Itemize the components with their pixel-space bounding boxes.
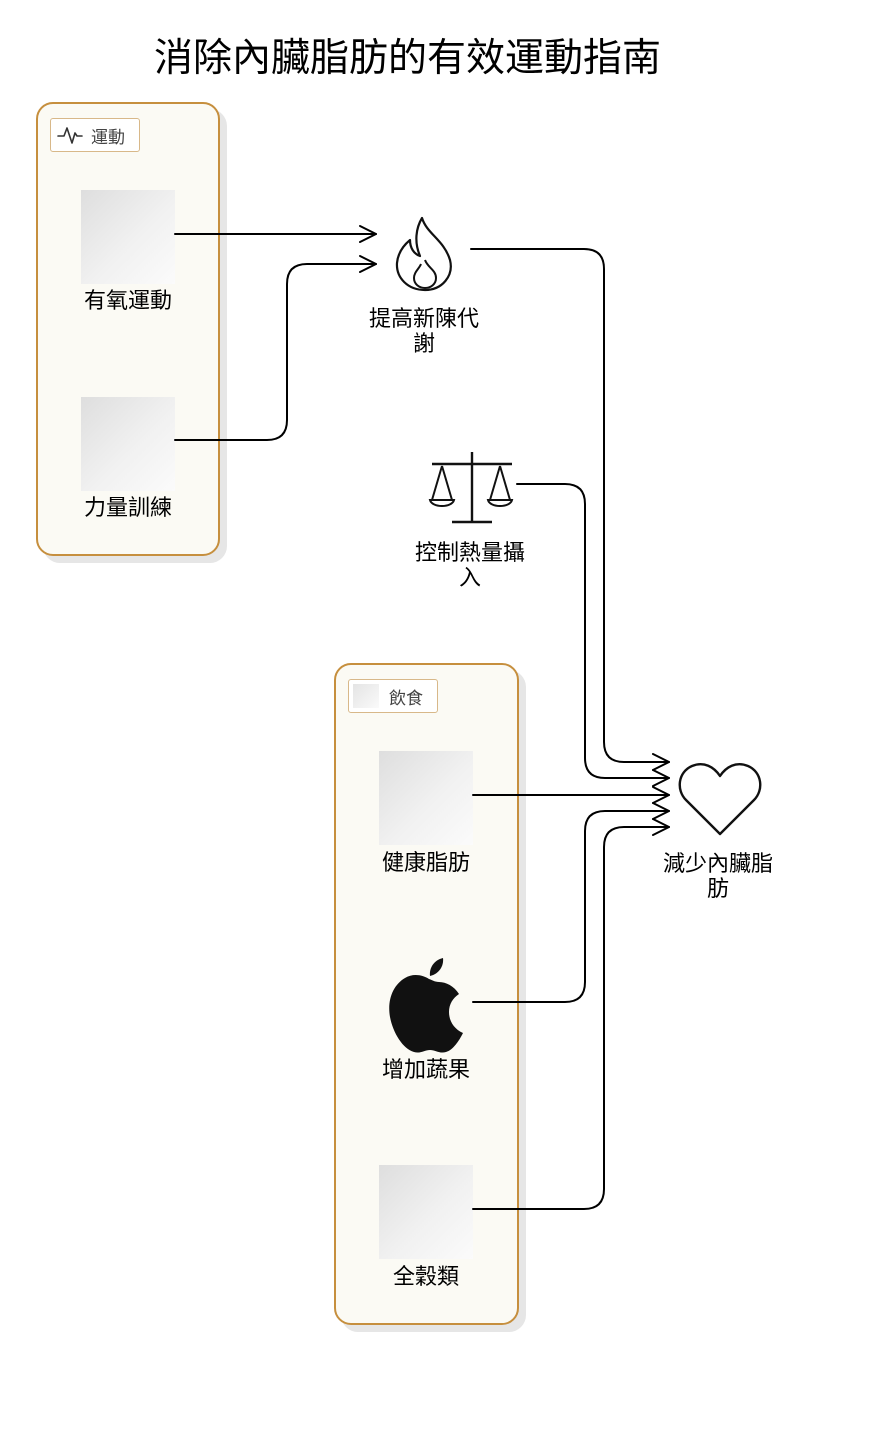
scale-balance-icon — [428, 450, 516, 526]
arrowhead — [652, 802, 670, 820]
group-diet-tag-label: 飲食 — [389, 688, 423, 709]
more-vegetables-fruits-label: 增加蔬果 — [381, 1058, 470, 1083]
metabolism-label: 提高新陳代 謝 — [344, 307, 504, 357]
healthy-fats-image — [379, 751, 473, 845]
aerobic-exercise-image — [81, 190, 175, 284]
strength-training-label: 力量訓練 — [83, 496, 172, 521]
activity-pulse-icon — [57, 125, 83, 145]
reduce-visceral-fat-label-line2: 肪 — [706, 877, 729, 902]
whole-grains-label: 全穀類 — [392, 1265, 459, 1290]
arrowhead — [652, 818, 670, 836]
calorie-control-label: 控制熱量攝 入 — [390, 541, 550, 591]
reduce-visceral-fat-label: 減少內臟脂 肪 — [638, 852, 798, 902]
reduce-visceral-fat-label-line1: 減少內臟脂 — [662, 852, 773, 877]
calorie-control-label-line2: 入 — [458, 566, 481, 591]
arrowhead — [652, 786, 670, 804]
arrowhead — [359, 225, 377, 243]
group-exercise-tag-label: 運動 — [91, 127, 125, 148]
edge-metabolism-to-result — [470, 248, 670, 763]
apple-icon — [383, 955, 473, 1055]
metabolism-label-line2: 謝 — [412, 332, 435, 357]
metabolism-label-line1: 提高新陳代 — [368, 307, 479, 332]
aerobic-exercise-label: 有氧運動 — [83, 289, 172, 314]
arrowhead — [359, 255, 377, 273]
flame-icon — [392, 212, 458, 294]
edge-strength-to-metabolism — [174, 263, 377, 441]
healthy-fats-label: 健康脂肪 — [381, 851, 470, 876]
image-placeholder-icon — [353, 684, 379, 708]
diagram-title: 消除內臟脂肪的有效運動指南 — [153, 36, 661, 81]
calorie-control-label-line1: 控制熱量攝 — [414, 541, 525, 566]
edge-whole-grains-to-result — [472, 826, 670, 1210]
group-diet-tag: 飲食 — [348, 679, 438, 713]
group-exercise-tag: 運動 — [50, 118, 140, 152]
edge-calories-to-result — [516, 483, 670, 779]
edge-vegetables-to-result — [472, 810, 670, 1003]
heart-icon — [676, 760, 764, 838]
arrowhead — [652, 769, 670, 787]
whole-grains-image — [379, 1165, 473, 1259]
strength-training-image — [81, 397, 175, 491]
arrowhead — [652, 753, 670, 771]
